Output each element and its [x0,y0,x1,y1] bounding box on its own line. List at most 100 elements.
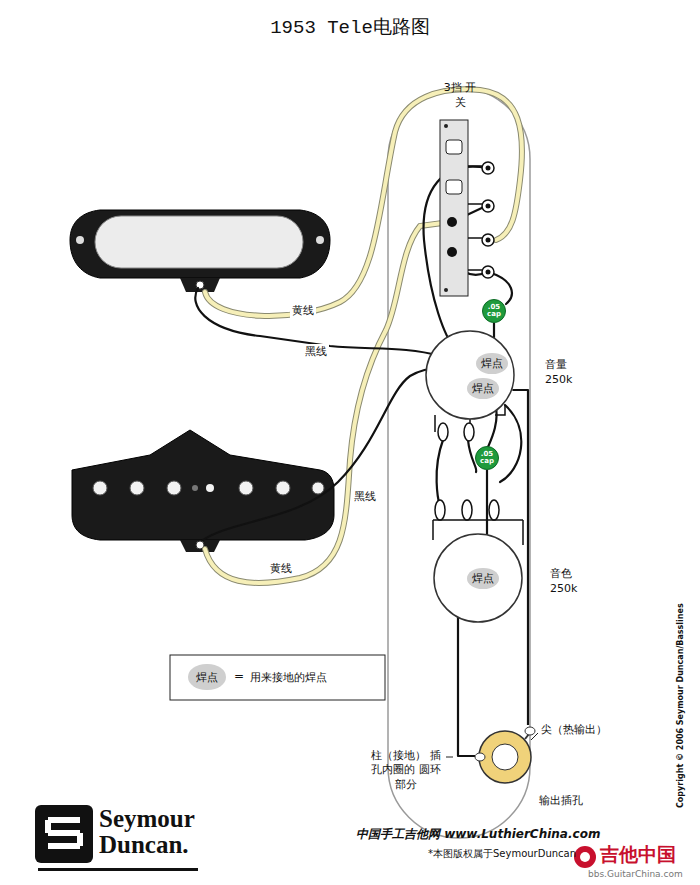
brand-logo-part [48,820,80,846]
part-label: 音色 250k [550,567,584,597]
selector-switch-shape-part [447,247,457,257]
pot-lugs [433,397,523,545]
black-wires-part [437,440,443,506]
pot-lugs-part [435,500,445,520]
output-jack-shape [475,725,537,787]
solder-label: 焊点 [472,571,494,586]
pot-lugs-part [438,423,448,441]
solder-point: 焊点 [467,568,499,589]
selector-switch-shape-part-part [486,270,491,275]
selector-switch-shape-part [444,288,448,292]
output-jack-shape-part [475,753,485,761]
bridge-pickup-part-part [312,482,324,494]
legend-text: 用来接地的焊点 [250,670,327,685]
bridge-pickup-part-part [167,481,181,495]
selector-switch-shape-part-part [486,238,491,243]
bridge-pickup-part [192,485,198,491]
jack-tip-label: 尖（热输出） [541,722,607,737]
bridge-pickup-part [72,430,334,540]
selector-switch-shape-part-part [482,162,494,174]
copyright-vertical: Copyright © 2006 Seymour Duncan/Bassline… [676,603,685,808]
pot-lugs-part [464,423,474,441]
part-label: 输出插孔 [539,793,591,808]
output-jack-shape-part [492,744,518,770]
watermark-logo [574,846,596,868]
output-jack-shape-part [525,727,535,735]
selector-switch: 3挡 开关 [430,118,496,298]
brand-name: Seymour Duncan. [99,806,209,859]
wire [493,323,495,338]
selector-switch-shape-part [440,120,468,296]
solder-label: 焊点 [472,381,494,396]
watermark-logo-part [580,852,590,862]
bridge-pickup-part-part [276,481,290,495]
neck-pickup-part [316,236,324,244]
black-wires-part [500,405,521,482]
neck-pickup-part [95,216,303,268]
neck-pickup [70,210,330,292]
selector-switch-shape-part-part [468,166,482,270]
copyright-note: *本图版权属于SeymourDuncan [428,847,576,861]
neck-pickup-part [70,210,330,278]
leader-lines-part [446,757,453,758]
wire-color: 黑线 [352,489,378,504]
capacitor: .05 cap [475,446,499,470]
volume-pot-shape-part [426,331,514,419]
volume-pot-shape [425,330,515,420]
legend-swatch: 焊点 [188,664,226,690]
output-jack-shape-part [479,731,531,783]
neck-pickup-part [180,278,220,292]
yellow-wires-part [205,89,522,316]
bridge-pickup-part [180,540,220,552]
wire-color: 黄线 [290,303,316,318]
tone-pot-shape-part [434,534,522,622]
pot-lugs-part [462,500,472,520]
selector-switch-shape-part-part [482,200,494,212]
control-plate [388,88,530,838]
bridge-pickup [72,430,334,552]
capacitor: .05 cap [482,299,506,323]
black-wires [195,167,521,540]
selector-switch-shape-part-part [482,234,494,246]
bridge-pickup-part-part [130,481,144,495]
legend-frame [170,655,385,700]
bridge-pickup-part [206,484,214,492]
jack-sleeve-label: 柱（接地） 插孔内圈的 圆环部分 [368,749,444,792]
watermark-logo-part [574,846,596,868]
part-label: 音量 250k [545,358,579,388]
brand-logo-part [48,820,80,846]
watermark: 吉他中国 [600,842,676,868]
capacitor-value: .05 cap [479,451,495,465]
pot-lugs-part [489,500,499,520]
brand-logo-part [35,805,93,863]
output-jack: 输出插孔 [475,725,537,787]
bridge-pickup-part [93,481,324,495]
wire-color: 黑线 [303,344,329,359]
legend-equals: = [234,669,244,683]
yellow-wires-part [205,222,450,583]
watermark-url: bbs.GuitarChina.com [588,869,683,879]
capacitor-value: .05 cap [486,304,502,318]
wire [486,470,488,535]
diagram-title: 1953 Tele电路图 [0,14,700,40]
bridge-pickup-part-part [239,481,253,495]
selector-switch-shape-part-part [486,166,491,171]
selector-switch-shape-part [486,166,491,275]
brand-logo-part [38,868,198,871]
solder-point: 焊点 [467,378,499,399]
yellow-wires-part [205,222,450,583]
selector-switch-shape-part [447,217,457,227]
legend-frame-part [170,655,385,700]
volume-pot: 音量 250k焊点焊点 [425,330,515,420]
neck-pickup-part [76,236,84,244]
selector-switch-shape-part-part [486,204,491,209]
selector-switch-shape-part-part [482,266,494,278]
bridge-pickup-part-part [93,481,107,495]
selector-switch-shape [430,118,496,298]
solder-label: 焊点 [481,356,503,371]
wire-color: 黄线 [268,561,294,576]
selector-switch-shape-part [446,180,462,194]
